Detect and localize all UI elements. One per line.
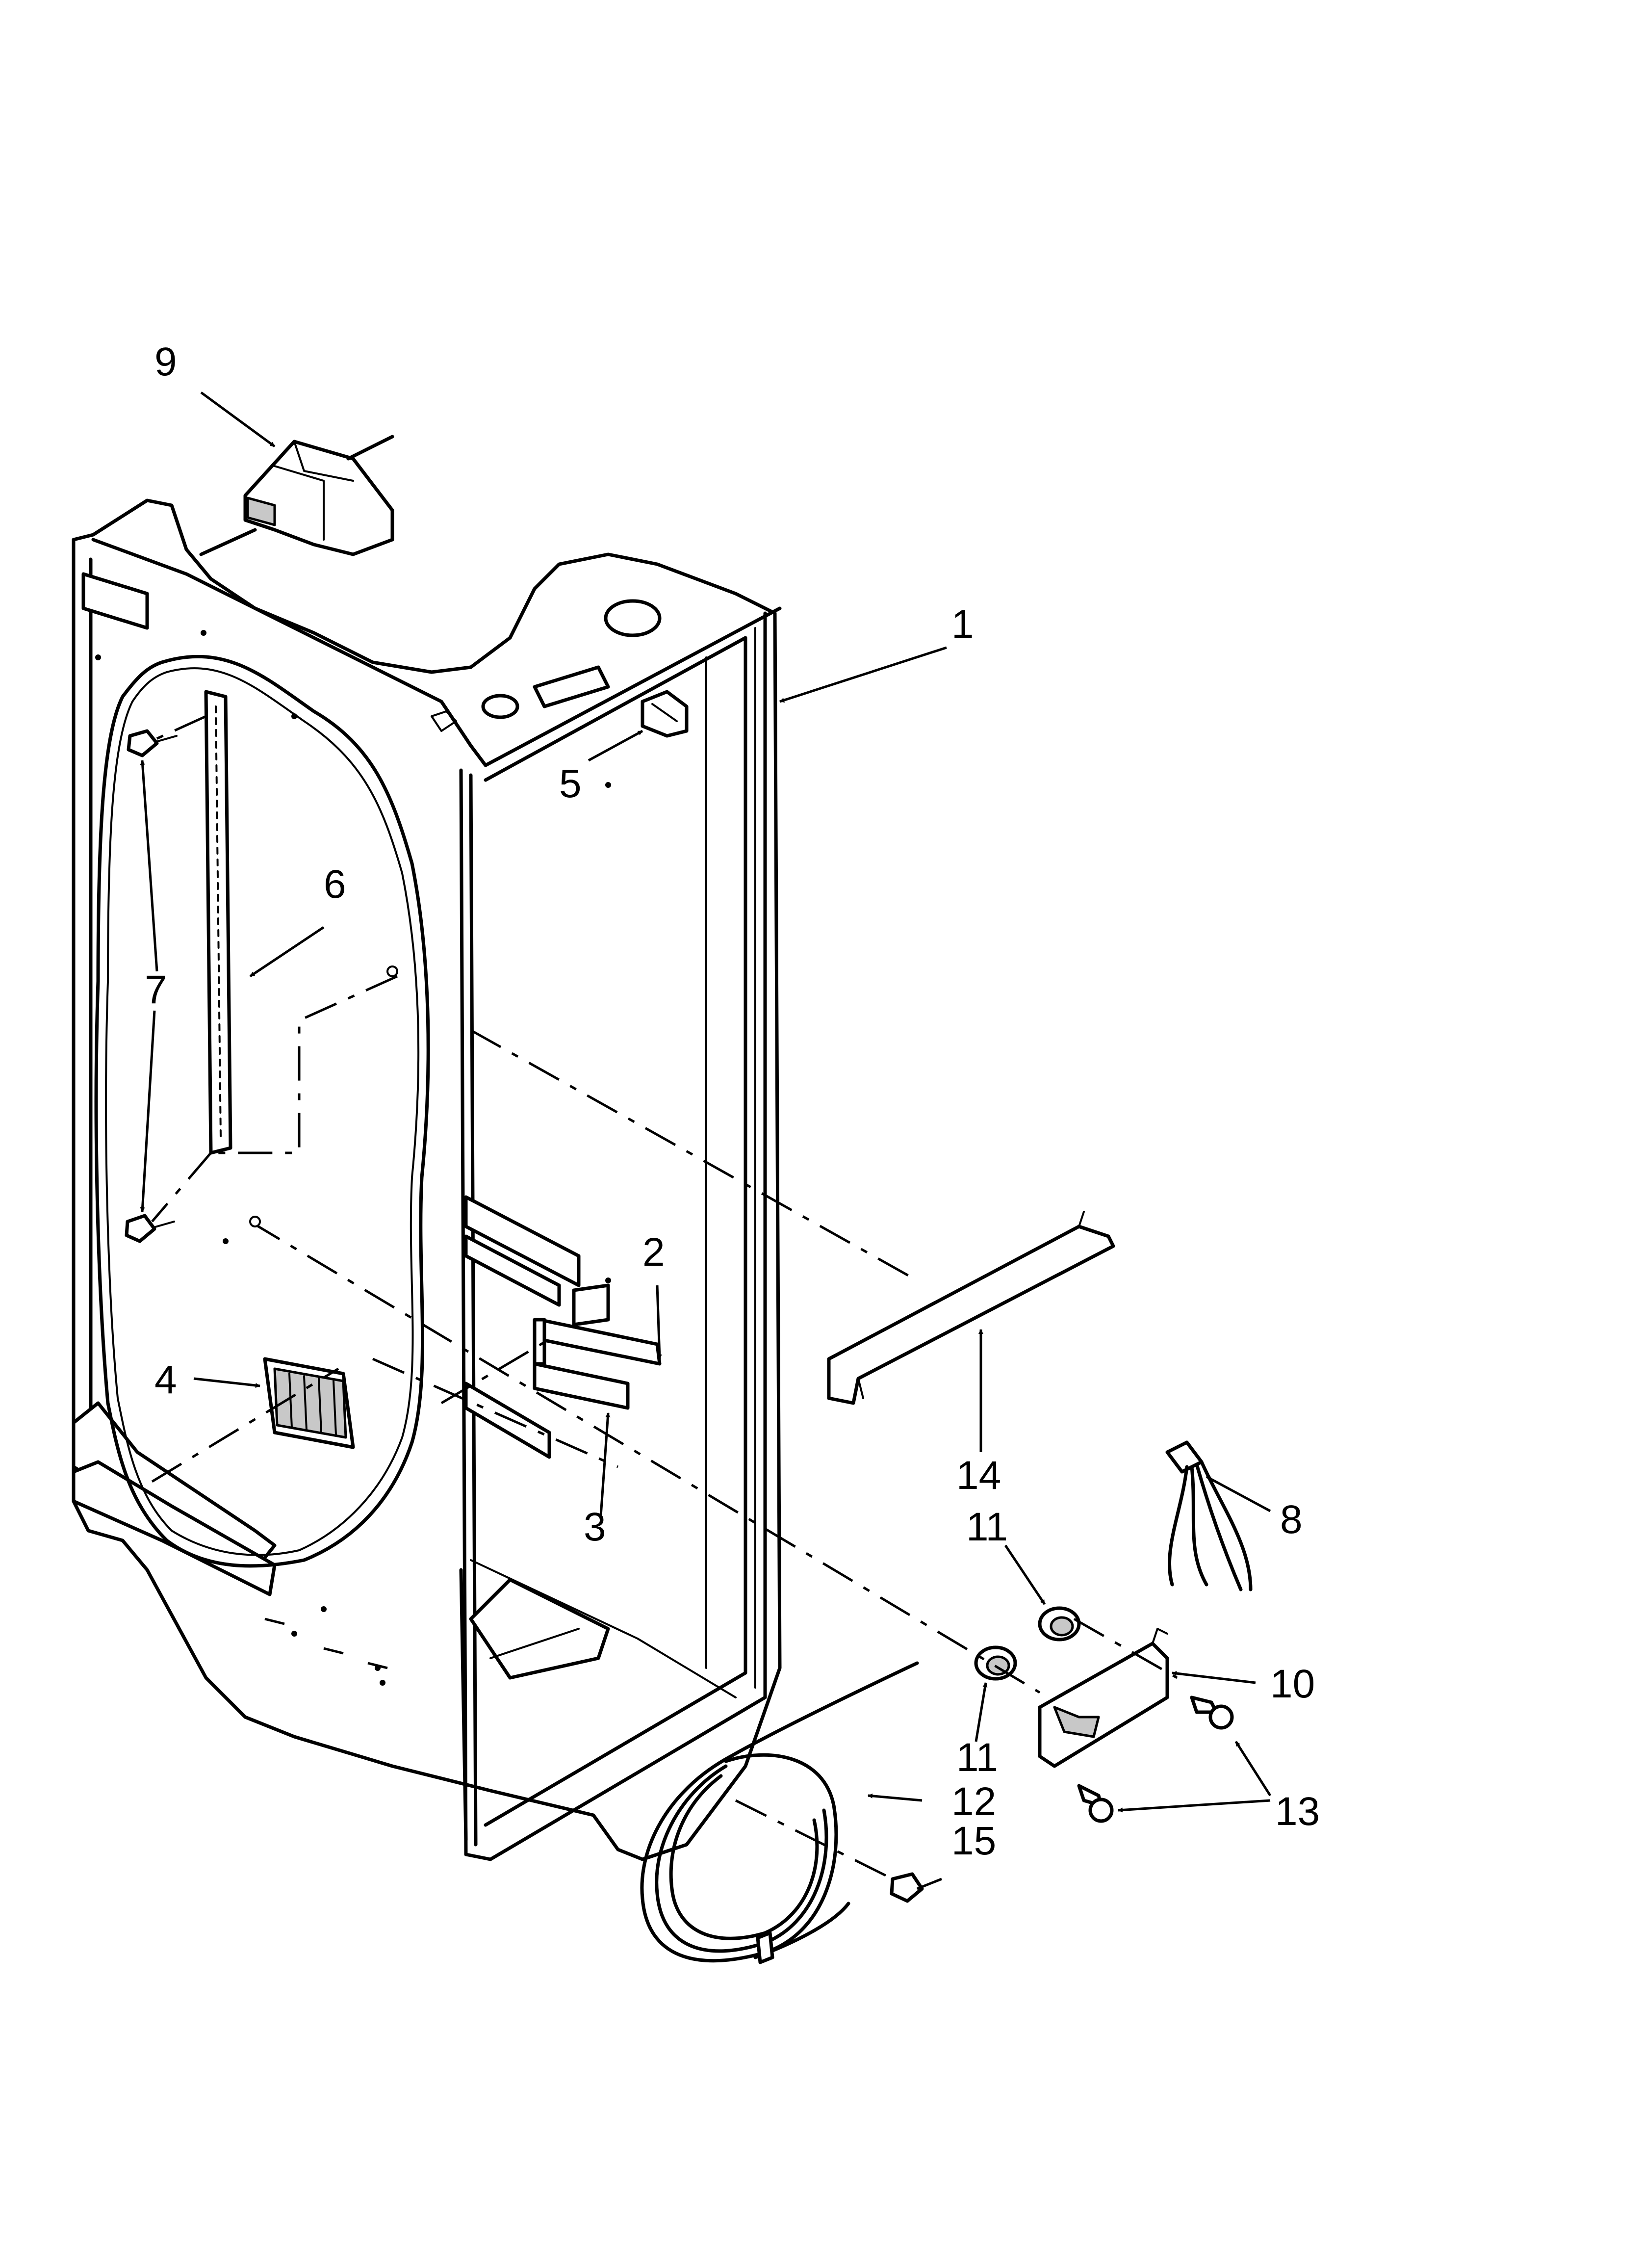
vent-grille — [263, 1357, 355, 1449]
callout-10: 10 — [1270, 1662, 1315, 1706]
top-control-module — [199, 435, 394, 556]
leader-arrows — [140, 391, 1272, 1890]
shoulder-screw-lower — [1077, 1784, 1114, 1823]
callout-9: 9 — [154, 339, 177, 384]
screw-upper — [127, 729, 178, 757]
wire-harness — [1165, 1440, 1253, 1591]
callout-11-upper: 11 — [966, 1505, 1008, 1549]
shoulder-screw-upper — [1190, 1695, 1234, 1730]
callout-4: 4 — [154, 1357, 177, 1402]
bracket-lower — [533, 1318, 630, 1410]
clip-part — [641, 690, 689, 738]
wire-harness-loop — [94, 654, 430, 1568]
callout-3: 3 — [584, 1505, 606, 1549]
callout-15: 15 — [951, 1819, 996, 1863]
callout-labels: 1 2 3 4 5 6 7 8 9 10 11 11 12 13 14 15 — [145, 339, 1320, 1863]
callout-14: 14 — [956, 1453, 1001, 1498]
screw-small — [890, 1872, 924, 1903]
screw-lower — [125, 1214, 175, 1243]
callout-6: 6 — [324, 862, 346, 907]
support-bar — [827, 1211, 1115, 1405]
dispenser-housing — [1038, 1628, 1169, 1768]
callout-8: 8 — [1280, 1497, 1303, 1542]
callout-7: 7 — [145, 967, 167, 1012]
callout-11-lower: 11 — [956, 1735, 998, 1780]
assembly-guides — [151, 715, 1178, 1880]
callout-2: 2 — [642, 1230, 665, 1275]
water-tubing-coil — [640, 1661, 919, 1964]
callout-5: 5 — [559, 761, 582, 806]
callout-1: 1 — [951, 602, 974, 647]
grommet-upper — [1038, 1606, 1081, 1642]
callout-12: 12 — [951, 1779, 996, 1824]
shelf-rail — [204, 690, 232, 1155]
callout-13: 13 — [1275, 1789, 1320, 1834]
cabinet-liner — [72, 498, 782, 1861]
